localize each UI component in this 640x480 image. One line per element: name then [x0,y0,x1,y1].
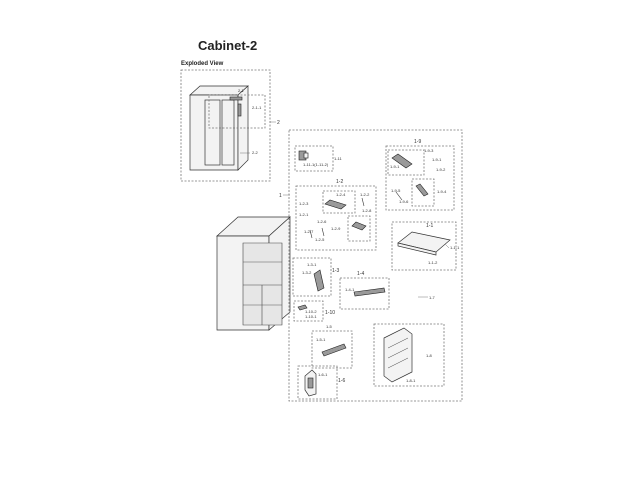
group-1-2-box [295,185,377,251]
guide-1-5-part [321,343,347,357]
group-1-box [288,129,463,402]
group-1-8-box [373,323,445,387]
label-1-9-6: 1-9-6 [399,199,409,204]
label-1-9-3: 1-9-3 [424,148,434,153]
label-1-7: 1-7 [429,295,436,300]
group-2-box [180,69,271,182]
exploded-view-heading: Exploded View [181,61,224,67]
label-1-2-5: 1-2-5 [315,237,325,242]
label-1-2-4: 1-2-4 [336,192,346,197]
label-1-10-2: 1-10-2 [305,309,317,314]
label-2: 2 [277,120,280,126]
label-1-2: 1-2 [336,179,343,185]
bracket-1-3-part [313,269,325,292]
panel-1-8-part [383,327,413,383]
label-1: 1 [279,193,282,199]
hinge-1-11-part [298,150,309,161]
group-1-2-sub-box-bottom [347,215,371,242]
label-1-10: 1-10 [325,310,335,316]
label-1-2-1: 1-2-1 [299,212,309,217]
label-1-2-8: 1-2-8 [362,208,372,213]
label-1-8: 1-8 [426,353,433,358]
label-1-1-2: 1-1-2 [428,260,438,265]
label-1-2-3: 1-2-3 [299,201,309,206]
group-1-3-box [292,257,332,297]
label-1-1-1: 1-1-1 [450,245,460,250]
label-1-2-7: 1-2-7 [304,229,314,234]
clip-1-10-part [297,304,308,311]
label-2-2: 2-2 [252,150,259,155]
label-2-1-1: 2-1-1 [252,105,262,110]
label-1-9-1: 1-9-1 [432,157,442,162]
label-1-4-1: 1-4-1 [345,287,355,292]
bracket-2-1-part [229,96,243,117]
shelf-1-1-part [397,231,451,256]
label-1-3-2: 1-3-2 [302,270,312,275]
lever-1-2-part [309,197,367,239]
label-1-9-2: 1-9-2 [436,167,446,172]
page-title: Cabinet-2 [198,38,258,53]
label-1-9-1b: 1-9-1 [390,164,400,169]
label-1-9-4: 1-9-4 [437,189,447,194]
refrigerator-cabinet-part [216,216,291,331]
group-1-4-box [339,277,390,310]
bracket-1-9-part [391,153,429,201]
label-1-9: 1-9 [414,139,421,145]
group-1-11-box [294,145,334,172]
label-1-8-1: 1-8-1 [406,378,416,383]
label-1-1: 1-1 [426,223,433,229]
label-1-11: 1-11 [334,156,342,161]
label-1-2-6: 1-2-6 [317,219,327,224]
group-2-1-box [208,94,266,129]
label-1-4: 1-4 [357,271,364,277]
label-1-10-1: 1-10-1 [305,314,317,319]
label-1-5: 1-5 [326,324,333,329]
group-1-6-box [297,365,338,400]
group-1-2-sub-box-top [322,190,356,214]
label-1-2-9: 1-2-9 [331,226,341,231]
label-1-11-1: 1-11-1(1-11-2) [303,162,329,167]
label-1-9-5: 1-9-5 [391,188,401,193]
label-1-3-1: 1-3-1 [307,262,317,267]
cover-1-6-part [304,369,317,397]
group-1-9-sub-box-bottom [411,178,435,207]
label-2-1: 2-1 [238,88,245,93]
group-1-10-box [293,300,324,322]
label-1-2-2: 1-2-2 [360,192,370,197]
group-1-9-box [385,145,455,211]
group-1-1-box [391,221,457,271]
label-1-6: 1-6 [338,378,345,384]
group-1-9-sub-box-top [387,149,425,176]
label-1-6-1: 1-6-1 [318,372,328,377]
rail-1-4-part [353,287,386,297]
label-1-3: 1-3 [332,268,339,274]
label-1-5-1: 1-5-1 [316,337,326,342]
